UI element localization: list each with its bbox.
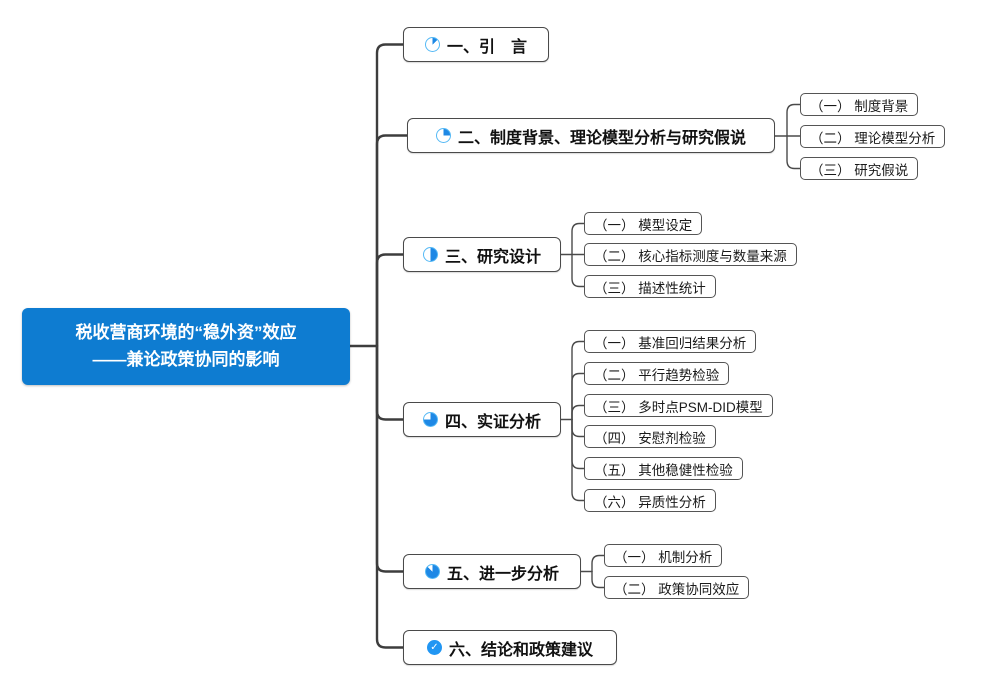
leaf-other-robustness-tests[interactable]: （五） 其他稳健性检验 xyxy=(584,457,743,480)
leaf-label: （一） 模型设定 xyxy=(594,217,693,233)
connector-b5-c1 xyxy=(591,554,605,573)
leaf-label: （一） 基准回归结果分析 xyxy=(594,335,747,351)
branch-label: 二、制度背景、理论模型分析与研究假说 xyxy=(457,129,746,147)
leaf-institutional-background[interactable]: （一） 制度背景 xyxy=(800,93,919,116)
branch-label: 四、实证分析 xyxy=(444,413,541,431)
leaf-label: （三） 多时点PSM-DID模型 xyxy=(594,399,763,415)
leaf-heterogeneity-analysis[interactable]: （六） 异质性分析 xyxy=(584,489,716,512)
connector-b4-c6 xyxy=(571,418,585,502)
connector-b3-c3 xyxy=(571,253,585,288)
leaf-label: （四） 安慰剂检验 xyxy=(594,430,706,446)
connector-branch-4 xyxy=(375,344,405,421)
leaf-model-setting[interactable]: （一） 模型设定 xyxy=(584,212,703,235)
connector-branch-1 xyxy=(375,43,405,348)
branch-empirical-analysis[interactable]: 四、实证分析 xyxy=(403,402,561,437)
branch-label: 五、进一步分析 xyxy=(446,565,559,583)
connector-b2-c3 xyxy=(786,135,801,170)
branch-introduction[interactable]: 一、引 言 xyxy=(403,27,549,62)
leaf-label: （六） 异质性分析 xyxy=(594,494,706,510)
leaf-label: （一） 机制分析 xyxy=(614,549,713,565)
branch-label: 三、研究设计 xyxy=(444,248,541,266)
branch-background-theory[interactable]: 二、制度背景、理论模型分析与研究假说 xyxy=(407,118,775,153)
root-title-line1: 税收营商环境的“稳外资”效应 xyxy=(75,323,297,343)
leaf-label: （二） 核心指标测度与数量来源 xyxy=(594,248,787,264)
leaf-core-indicator-measurement[interactable]: （二） 核心指标测度与数量来源 xyxy=(584,243,797,266)
branch-research-design[interactable]: 三、研究设计 xyxy=(403,237,561,272)
progress-quarter-icon xyxy=(435,128,451,143)
leaf-label: （二） 理论模型分析 xyxy=(810,130,936,146)
leaf-label: （二） 平行趋势检验 xyxy=(594,367,720,383)
progress-eighth-icon xyxy=(424,37,440,52)
leaf-baseline-regression[interactable]: （一） 基准回归结果分析 xyxy=(584,330,757,353)
connector-b4-c2 xyxy=(571,372,585,421)
progress-three-quarter-icon xyxy=(422,412,438,427)
progress-seven-eighth-icon xyxy=(424,564,440,579)
leaf-label: （三） 研究假说 xyxy=(810,162,909,178)
connector-b4-c5 xyxy=(571,418,585,470)
progress-done-check-icon xyxy=(426,640,442,655)
leaf-mechanism-analysis[interactable]: （一） 机制分析 xyxy=(604,544,723,567)
connector-b4-c1 xyxy=(571,340,585,421)
connector-branch-6 xyxy=(375,344,405,649)
leaf-research-hypothesis[interactable]: （三） 研究假说 xyxy=(800,157,919,180)
leaf-theoretical-model-analysis[interactable]: （二） 理论模型分析 xyxy=(800,125,946,148)
branch-conclusion[interactable]: 六、结论和政策建议 xyxy=(403,630,617,665)
root-topic[interactable]: 税收营商环境的“稳外资”效应 ——兼论政策协同的影响 xyxy=(22,308,350,385)
leaf-placebo-test[interactable]: （四） 安慰剂检验 xyxy=(584,425,716,448)
leaf-policy-synergy-effect[interactable]: （二） 政策协同效应 xyxy=(604,576,750,599)
connector-b4-c3 xyxy=(571,404,585,421)
branch-label: 一、引 言 xyxy=(446,38,527,56)
branch-further-analysis[interactable]: 五、进一步分析 xyxy=(403,554,581,589)
progress-half-icon xyxy=(422,247,438,262)
connector-b5-c2 xyxy=(591,570,605,589)
root-title-line2: ——兼论政策协同的影响 xyxy=(92,349,280,369)
connector-b2-c1 xyxy=(786,103,801,137)
connector-branch-5 xyxy=(375,344,405,573)
leaf-label: （五） 其他稳健性检验 xyxy=(594,462,733,478)
leaf-label: （一） 制度背景 xyxy=(810,98,909,114)
connector-b4-c4 xyxy=(571,418,585,438)
leaf-label: （二） 政策协同效应 xyxy=(614,581,740,597)
branch-label: 六、结论和政策建议 xyxy=(448,641,593,659)
connector-b3-c1 xyxy=(571,222,585,256)
leaf-label: （三） 描述性统计 xyxy=(594,280,706,296)
connector-branch-3 xyxy=(375,253,405,348)
leaf-descriptive-statistics[interactable]: （三） 描述性统计 xyxy=(584,275,716,298)
leaf-parallel-trend-test[interactable]: （二） 平行趋势检验 xyxy=(584,362,730,385)
leaf-psm-did-model[interactable]: （三） 多时点PSM-DID模型 xyxy=(584,394,773,417)
